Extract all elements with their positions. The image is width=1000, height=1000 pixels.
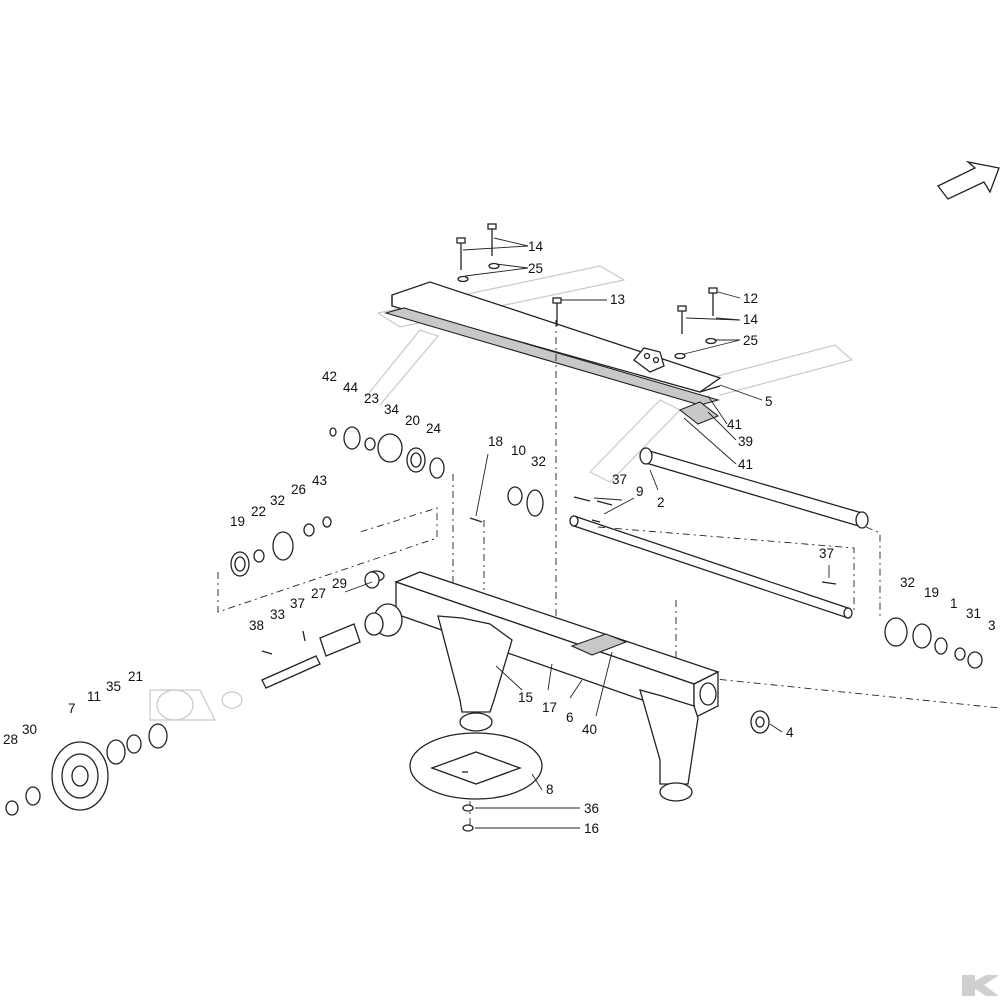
callout-label: 33 [270, 607, 285, 622]
callout-label: 20 [405, 413, 420, 428]
callout-label: 32 [270, 493, 285, 508]
callout-label: 16 [584, 821, 599, 836]
callout-label: 23 [364, 391, 379, 406]
callout-label: 25 [528, 261, 543, 276]
housing-legs [437, 615, 699, 802]
callout-label: 19 [924, 585, 939, 600]
callout-label: 36 [584, 801, 599, 816]
callout-label: 6 [566, 710, 574, 725]
callout-label: 40 [582, 722, 597, 737]
callout-label: 35 [106, 679, 121, 694]
bearing-group-upper [329, 426, 445, 479]
callout-label: 22 [251, 504, 266, 519]
arrow-up-right-icon [936, 160, 1000, 200]
callout-label: 14 [528, 239, 544, 254]
callout-label: 32 [900, 575, 915, 590]
washer-4 [750, 710, 770, 734]
plate-strip-39 [678, 401, 720, 425]
callout-label: 15 [518, 690, 533, 705]
callout-label: 1 [950, 596, 958, 611]
callout-label: 34 [384, 402, 400, 417]
callout-label: 38 [249, 618, 264, 633]
right-bearing-group [884, 617, 983, 669]
brand-k-logo-icon [962, 975, 999, 996]
callout-label: 4 [786, 725, 794, 740]
callout-label: 18 [488, 434, 503, 449]
callout-label: 44 [343, 380, 359, 395]
callout-label: 31 [966, 606, 981, 621]
callout-label: 11 [87, 689, 101, 704]
callout-label: 8 [546, 782, 554, 797]
callout-label: 9 [636, 484, 644, 499]
callout-label: 5 [765, 394, 773, 409]
top-bolts [456, 223, 718, 360]
callout-label: 41 [727, 417, 742, 432]
callout-label: 17 [542, 700, 557, 715]
callout-label: 42 [322, 369, 337, 384]
callout-label: 7 [68, 701, 76, 716]
callout-label: 39 [738, 434, 753, 449]
pulley-group [5, 723, 168, 816]
bottom-nuts [462, 804, 474, 832]
callout-label: 10 [511, 443, 526, 458]
pins [261, 496, 837, 655]
bevel-gear-group [507, 486, 544, 517]
callout-label: 13 [610, 292, 625, 307]
callout-label: 19 [230, 514, 245, 529]
input-shaft-group [261, 571, 380, 689]
callout-label: 43 [312, 473, 327, 488]
disc-8 [409, 732, 543, 800]
callout-label: 29 [332, 576, 347, 591]
callout-label: 37 [290, 596, 305, 611]
callout-label: 26 [291, 482, 306, 497]
callout-label: 14 [743, 312, 759, 327]
shaft-9 [569, 515, 853, 619]
leader-lines [344, 237, 830, 829]
callout-label: 41 [738, 457, 753, 472]
callout-labels: 14 25 13 12 14 25 5 41 39 41 42 44 23 34… [3, 239, 996, 836]
callout-label: 27 [311, 586, 326, 601]
callout-label: 28 [3, 732, 18, 747]
callout-label: 12 [743, 291, 758, 306]
callout-label: 32 [531, 454, 546, 469]
bearing-group-left [230, 516, 332, 577]
callout-label: 25 [743, 333, 758, 348]
callout-label: 21 [128, 669, 143, 684]
callout-label: 2 [657, 495, 665, 510]
callout-label: 37 [819, 546, 834, 561]
assembly-lines [217, 320, 1000, 830]
tube-2 [639, 447, 869, 529]
gearbox-housing [364, 570, 720, 720]
callout-label: 37 [612, 472, 627, 487]
callout-label: 30 [22, 722, 37, 737]
callout-label: 3 [988, 618, 996, 633]
callout-label: 24 [426, 421, 442, 436]
